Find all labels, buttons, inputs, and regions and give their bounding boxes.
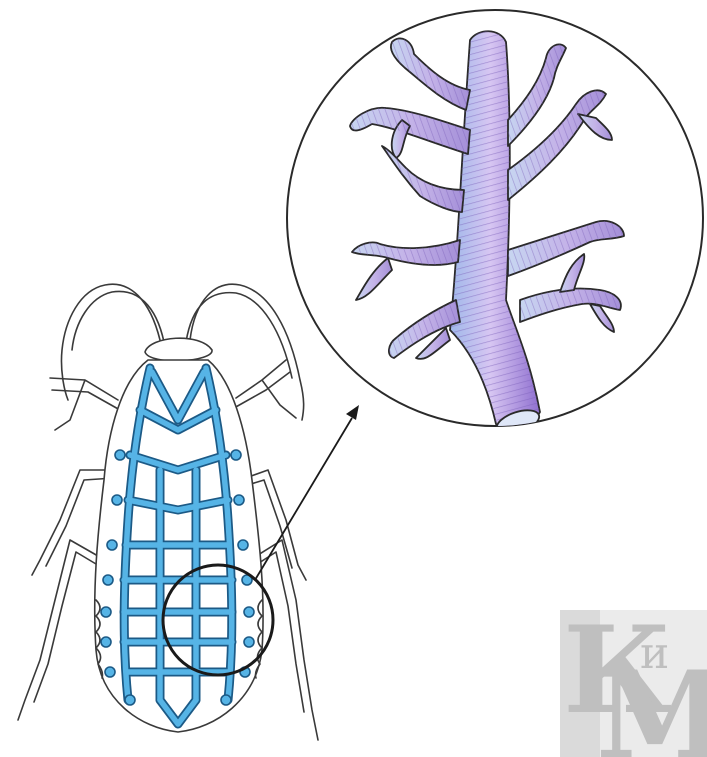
right-front-leg-2 (234, 372, 290, 408)
left-antenna-inner (72, 291, 164, 350)
magnified-view (287, 10, 703, 438)
svg-text:М: М (596, 645, 707, 757)
left-front-leg-2 (52, 390, 120, 410)
pronotum (145, 338, 212, 361)
callout-arrow (255, 405, 359, 580)
watermark-logo: К и М (560, 600, 707, 757)
left-hind-leg (18, 540, 105, 720)
